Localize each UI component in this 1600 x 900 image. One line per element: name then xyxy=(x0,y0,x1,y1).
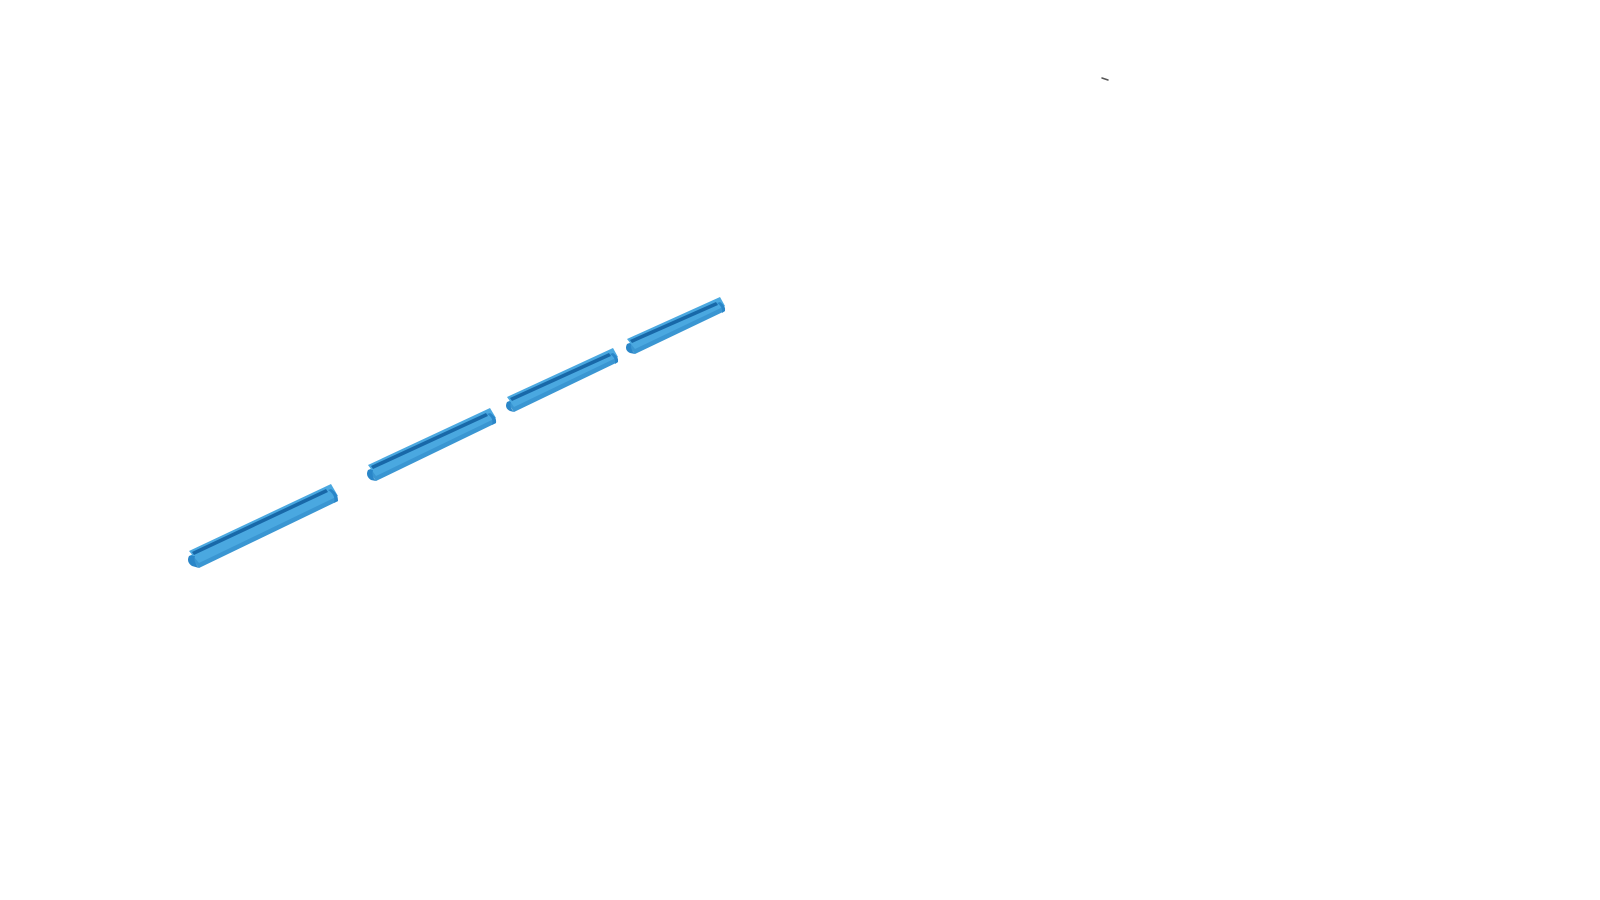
segment-3 xyxy=(506,348,619,412)
small-marker xyxy=(1101,77,1109,81)
segment-4 xyxy=(626,297,726,354)
segment-2 xyxy=(367,408,497,481)
segment-1 xyxy=(188,484,338,568)
